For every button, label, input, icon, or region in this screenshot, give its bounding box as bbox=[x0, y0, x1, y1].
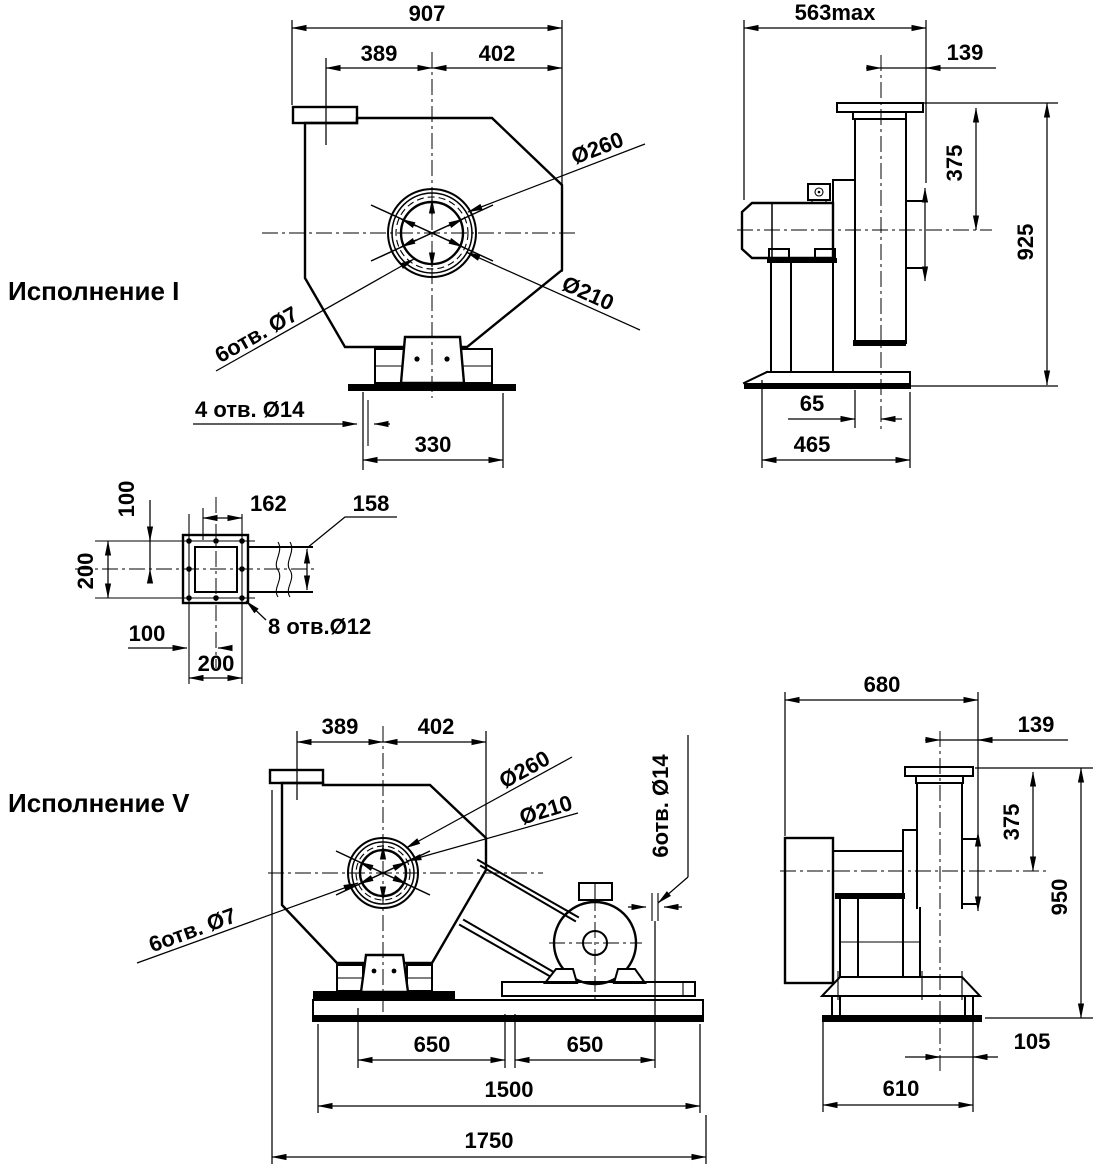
discharge-flange bbox=[836, 102, 924, 113]
outlet-flange bbox=[268, 768, 325, 785]
dim-hole-span-h: 200 bbox=[198, 651, 235, 676]
dim-axis-right: 402 bbox=[479, 41, 516, 66]
belt-drive bbox=[458, 858, 580, 980]
flange-holes-label: 8 отв.Ø12 bbox=[268, 614, 371, 639]
dim-opening-width: 162 bbox=[250, 491, 287, 516]
base-transition bbox=[819, 976, 983, 997]
view-v-front: 389 402 Ø260 Ø210 bbox=[136, 714, 707, 1164]
dim-depth-max: 563max bbox=[795, 0, 877, 25]
base-plate-side bbox=[822, 1015, 982, 1022]
motor-outline bbox=[783, 836, 835, 985]
dim-flange-to-axis: 375 bbox=[942, 145, 967, 182]
dim-depth: 680 bbox=[864, 672, 901, 697]
dim-flange-to-axis: 375 bbox=[999, 804, 1024, 841]
outlet-flange-detail: 162 158 100 200 8 отв.Ø12 100 200 bbox=[73, 481, 397, 684]
inlet-holes-label: 6отв. Ø7 bbox=[145, 903, 239, 958]
dim-hole-to-axis-h: 100 bbox=[129, 621, 166, 646]
motor-base-plate bbox=[501, 981, 696, 997]
fan-base-plate bbox=[313, 991, 455, 1000]
dim-motor-holes-span: 650 bbox=[567, 1032, 604, 1057]
inlet-outer-dia-label: Ø260 bbox=[495, 745, 554, 793]
base-plate-side bbox=[744, 383, 910, 389]
inlet-holes-label: 6отв. Ø7 bbox=[211, 301, 303, 368]
outlet-flange bbox=[291, 105, 359, 125]
dim-outlet-offset: 65 bbox=[800, 391, 824, 416]
dim-total-height: 925 bbox=[1013, 224, 1038, 261]
dim-axis-right: 402 bbox=[418, 714, 455, 739]
dim-axis-to-inlet: 139 bbox=[1018, 712, 1055, 737]
dim-overall-width: 907 bbox=[409, 1, 446, 26]
dim-overall-length: 1750 bbox=[465, 1128, 514, 1153]
bolt-hole-arrows bbox=[358, 844, 408, 902]
view-v-side: 680 139 bbox=[780, 672, 1093, 1112]
support-bracket bbox=[359, 953, 410, 994]
inlet-inner-dia-label: Ø210 bbox=[516, 790, 575, 830]
inlet-inner-dia-label: Ø210 bbox=[558, 271, 617, 316]
base-holes-label: 6отв. Ø14 bbox=[648, 754, 673, 858]
bolt-hole-arrows bbox=[400, 198, 464, 268]
dim-axis-left: 389 bbox=[322, 714, 359, 739]
dim-hole-to-axis-v: 100 bbox=[114, 481, 139, 518]
motor-outline bbox=[740, 201, 835, 260]
view-v-title: Исполнение V bbox=[8, 788, 190, 818]
view-i-side: 563max 139 bbox=[737, 0, 1058, 468]
view-i-front: 907 389 402 bbox=[193, 1, 646, 470]
dim-duct-width: 158 bbox=[353, 491, 390, 516]
dim-total-height: 950 bbox=[1047, 879, 1072, 916]
dim-base-depth: 465 bbox=[794, 432, 831, 457]
dim-hole-span-v: 200 bbox=[73, 553, 98, 590]
dim-base-depth: 610 bbox=[883, 1076, 920, 1101]
dim-base-holes-span: 330 bbox=[415, 432, 452, 457]
dim-axis-offset: 105 bbox=[1014, 1029, 1051, 1054]
dim-frame-length: 1500 bbox=[485, 1077, 534, 1102]
view-i-title: Исполнение I bbox=[8, 276, 179, 306]
base-holes-label: 4 отв. Ø14 bbox=[195, 397, 305, 422]
discharge-flange bbox=[904, 766, 974, 777]
dim-axis-left: 389 bbox=[361, 41, 398, 66]
dim-fan-holes-span: 650 bbox=[414, 1032, 451, 1057]
dim-axis-to-inlet: 139 bbox=[947, 40, 984, 65]
